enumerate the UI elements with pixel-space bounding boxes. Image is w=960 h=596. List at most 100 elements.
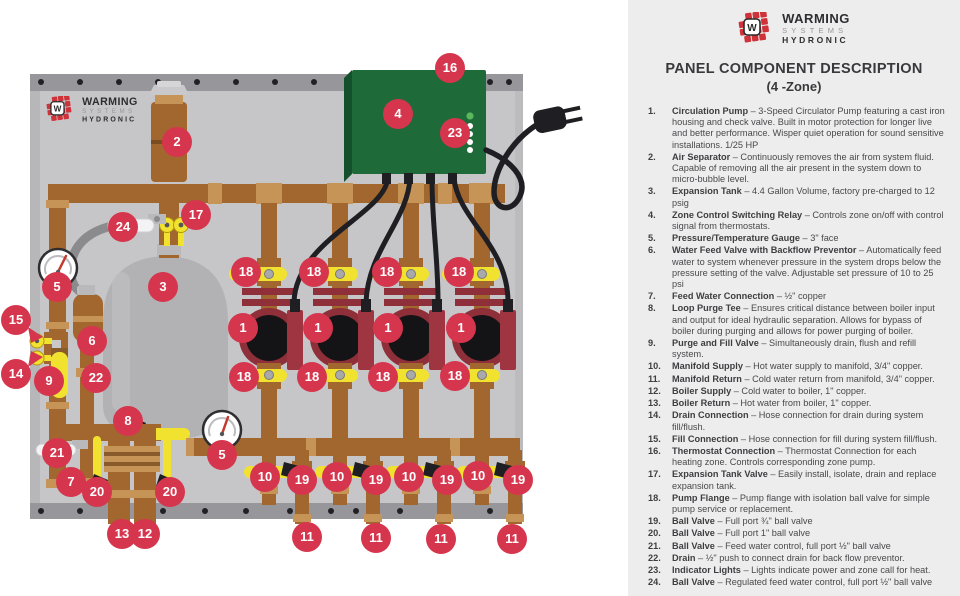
legend-item-number: 19. — [648, 516, 661, 527]
component-marker-1: 1 — [446, 313, 476, 343]
legend-item-desc: – Regulated feed water control, full por… — [714, 577, 933, 588]
component-marker-5: 5 — [42, 272, 72, 302]
legend-item-number: 13. — [648, 398, 661, 409]
component-marker-17: 17 — [181, 200, 211, 230]
component-marker-11: 11 — [292, 522, 322, 552]
legend-item: 6.Water Feed Valve with Backflow Prevent… — [648, 245, 946, 290]
legend-item-number: 24. — [648, 577, 661, 588]
legend-item-text: Manifold Supply – Hot water supply to ma… — [672, 361, 946, 372]
legend-item-desc: – Cold water to boiler, 1" copper. — [731, 385, 867, 396]
legend-item-term: Drain Connection — [672, 410, 749, 421]
pump-column-3 — [371, 183, 445, 439]
component-marker-8: 8 — [113, 406, 143, 436]
boiler-return-pipe — [108, 424, 130, 524]
legend-item-text: Ball Valve – Regulated feed water contro… — [672, 577, 946, 588]
legend-item-desc: – Simultaneously drain, flush and refill… — [672, 338, 917, 360]
legend-item-term: Ball Valve — [672, 516, 715, 527]
legend-item: 4.Zone Control Switching Relay – Control… — [648, 210, 946, 232]
power-cord-and-plug — [483, 105, 583, 211]
legend-item-number: 14. — [648, 410, 661, 421]
legend-item-text: Drain Connection – Hose connection for d… — [672, 410, 946, 432]
component-marker-18: 18 — [368, 362, 398, 392]
legend-item-desc: – ½" copper — [774, 291, 827, 302]
pump-column-4 — [442, 183, 516, 439]
legend-item-desc: – Full port 1" ball valve — [714, 528, 811, 539]
legend-item-text: Drain – ½" push to connect drain for bac… — [672, 553, 946, 564]
component-marker-10: 10 — [463, 461, 493, 491]
component-marker-14: 14 — [1, 359, 31, 389]
legend-item-term: Indicator Lights — [672, 564, 741, 575]
legend-item-desc: – Hose connection for drain during syste… — [672, 410, 924, 432]
component-marker-18: 18 — [440, 361, 470, 391]
component-marker-5: 5 — [207, 440, 237, 470]
legend-item-number: 21. — [648, 540, 661, 551]
legend-item-text: Circulation Pump – 3-Speed Circulator Pu… — [672, 106, 946, 151]
brand-monogram: W — [54, 105, 62, 114]
legend-item-text: Air Separator – Continuously removes the… — [672, 152, 946, 186]
legend-item-desc: – Pump flange with isolation ball valve … — [672, 492, 930, 514]
legend-item: 15.Fill Connection – Hose connection for… — [648, 434, 946, 445]
legend-item-number: 17. — [648, 469, 661, 480]
component-marker-16: 16 — [435, 53, 465, 83]
legend-item: 24. Ball Valve – Regulated feed water con… — [648, 577, 946, 588]
legend-item-term: Feed Water Connection — [672, 291, 775, 302]
legend-item-text: Expansion Tank Valve – Easily install, i… — [672, 469, 946, 491]
component-marker-9: 9 — [34, 366, 64, 396]
legend-item: 11.Manifold Return – Cold water return f… — [648, 374, 946, 385]
legend-item-text: Ball Valve – Full port 1" ball valve — [672, 528, 946, 539]
legend-item: 21.Ball Valve – Feed water control, full… — [648, 541, 946, 552]
legend-item-text: Boiler Return – Hot water from boiler, 1… — [672, 398, 946, 409]
legend-item-number: 22. — [648, 552, 661, 563]
component-marker-10: 10 — [322, 462, 352, 492]
component-marker-11: 11 — [497, 524, 527, 554]
brand-monogram: W — [747, 23, 757, 34]
legend-item-desc: – Lights indicate power and zone call fo… — [740, 564, 931, 575]
legend-item-term: Pump Flange — [672, 492, 730, 503]
component-marker-21: 21 — [42, 438, 72, 468]
component-marker-7: 7 — [56, 467, 86, 497]
legend-item-number: 3. — [648, 186, 656, 197]
legend-item-text: Thermostat Connection – Thermostat Conne… — [672, 446, 946, 468]
component-marker-22: 22 — [81, 363, 111, 393]
component-marker-23: 23 — [440, 118, 470, 148]
plug-icon — [533, 105, 583, 133]
legend-item: 22. Drain – ½" push to connect drain for … — [648, 553, 946, 564]
legend-item-term: Boiler Supply — [672, 385, 732, 396]
legend-item-term: Manifold Supply — [672, 361, 743, 372]
component-marker-24: 24 — [108, 212, 138, 242]
legend-item: 12.Boiler Supply – Cold water to boiler,… — [648, 386, 946, 397]
brand-name: WARMING — [82, 95, 138, 108]
legend-item-text: Pump Flange – Pump flange with isolation… — [672, 493, 946, 515]
legend-item-term: Expansion Tank Valve — [672, 469, 768, 480]
component-marker-19: 19 — [503, 465, 533, 495]
legend-item-desc: – Continuously removes the air from syst… — [672, 151, 934, 185]
legend-item-text: Water Feed Valve with Backflow Preventor… — [672, 245, 946, 290]
legend-item-desc: – Full port ¾" ball valve — [714, 516, 813, 527]
component-marker-12: 12 — [130, 519, 160, 549]
legend-item-number: 20. — [648, 528, 661, 539]
legend-item-desc: – ½" push to connect drain for back flow… — [695, 552, 905, 563]
component-marker-19: 19 — [361, 465, 391, 495]
legend-item-number: 11. — [648, 373, 661, 384]
legend-item: 10. Manifold Supply – Hot water supply to… — [648, 361, 946, 372]
legend-item-term: Loop Purge Tee — [672, 303, 741, 314]
component-marker-18: 18 — [229, 362, 259, 392]
legend-item-text: Zone Control Switching Relay – Controls … — [672, 210, 946, 232]
brand-hydronic: HYDRONIC — [82, 115, 137, 124]
pump-power-cables — [291, 175, 511, 305]
legend-item-number: 5. — [648, 233, 656, 244]
legend-item-term: Expansion Tank — [672, 186, 742, 197]
arrow-15 — [28, 327, 43, 343]
component-marker-18: 18 — [299, 257, 329, 287]
legend-item: 3.Expansion Tank – 4.4 Gallon Volume, fa… — [648, 186, 946, 208]
component-marker-10: 10 — [250, 462, 280, 492]
legend-item-term: Ball Valve — [672, 540, 715, 551]
legend-item: 14. Drain Connection – Hose connection fo… — [648, 410, 946, 432]
legend-item-term: Water Feed Valve with Backflow Preventor — [672, 245, 857, 256]
legend-item-number: 9. — [648, 338, 656, 349]
legend-item: 9.Purge and Fill Valve – Simultaneously … — [648, 338, 946, 360]
legend-item-number: 10. — [648, 361, 661, 372]
legend-item-term: Thermostat Connection — [672, 445, 776, 456]
legend-item-desc: – Hot water supply to manifold, 3/4" cop… — [742, 361, 923, 372]
brand-mosaic-icon: W — [738, 12, 770, 43]
